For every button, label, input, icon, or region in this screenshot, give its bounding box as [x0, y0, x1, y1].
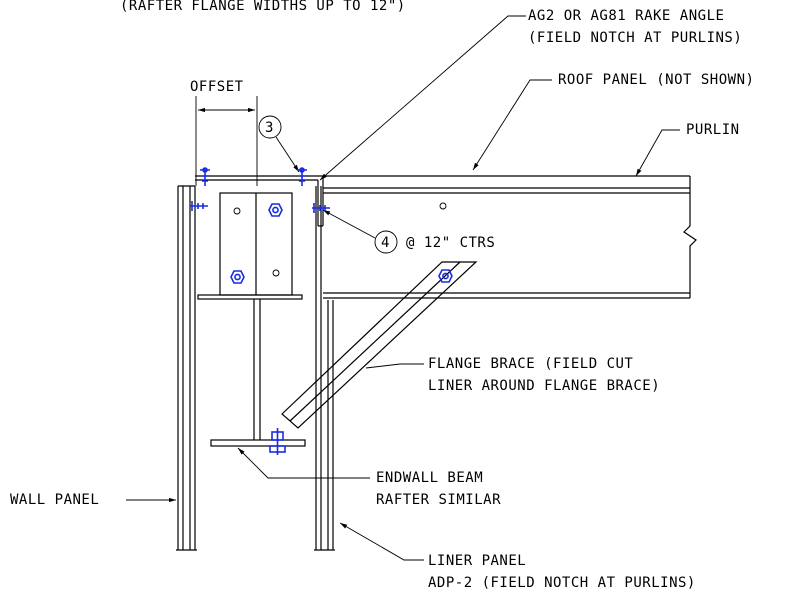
- rake-angle-label-line2: (FIELD NOTCH AT PURLINS): [528, 30, 742, 46]
- connection-clip: [197, 192, 303, 300]
- rake-angle: [195, 175, 324, 227]
- offset-label: OFFSET: [190, 79, 244, 95]
- callout-3-bubble: 3: [258, 115, 282, 139]
- flange-brace-label-line2: LINER AROUND FLANGE BRACE): [428, 378, 660, 394]
- flange-brace: [281, 261, 478, 429]
- roof-panel-label: ROOF PANEL (NOT SHOWN): [558, 72, 754, 88]
- liner-panel-label-line2: ADP-2 (FIELD NOTCH AT PURLINS): [428, 575, 696, 591]
- wall-panel: [176, 185, 197, 551]
- top-note-label: (RAFTER FLANGE WIDTHS UP TO 12"): [120, 0, 406, 14]
- callout-4-spacing-label: @ 12" CTRS: [406, 235, 495, 251]
- purlin-label: PURLIN: [686, 122, 740, 138]
- svg-text:3: 3: [265, 120, 274, 136]
- leader-lines: [126, 15, 680, 561]
- endwall-beam-label-line1: ENDWALL BEAM: [376, 470, 483, 486]
- endwall-beam: [210, 299, 306, 447]
- offset-dimension: [195, 96, 258, 186]
- liner-panel: [314, 186, 335, 551]
- rake-angle-label-line1: AG2 OR AG81 RAKE ANGLE: [528, 8, 724, 24]
- callout-4-bubble: 4: [374, 230, 398, 254]
- flange-brace-label-line1: FLANGE BRACE (FIELD CUT: [428, 356, 633, 372]
- fasteners: [190, 167, 453, 455]
- endwall-beam-label-line2: RAFTER SIMILAR: [376, 492, 501, 508]
- wall-panel-label: WALL PANEL: [10, 492, 99, 508]
- purlin: [323, 175, 697, 299]
- svg-text:4: 4: [381, 235, 390, 251]
- liner-panel-label-line1: LINER PANEL: [428, 553, 526, 569]
